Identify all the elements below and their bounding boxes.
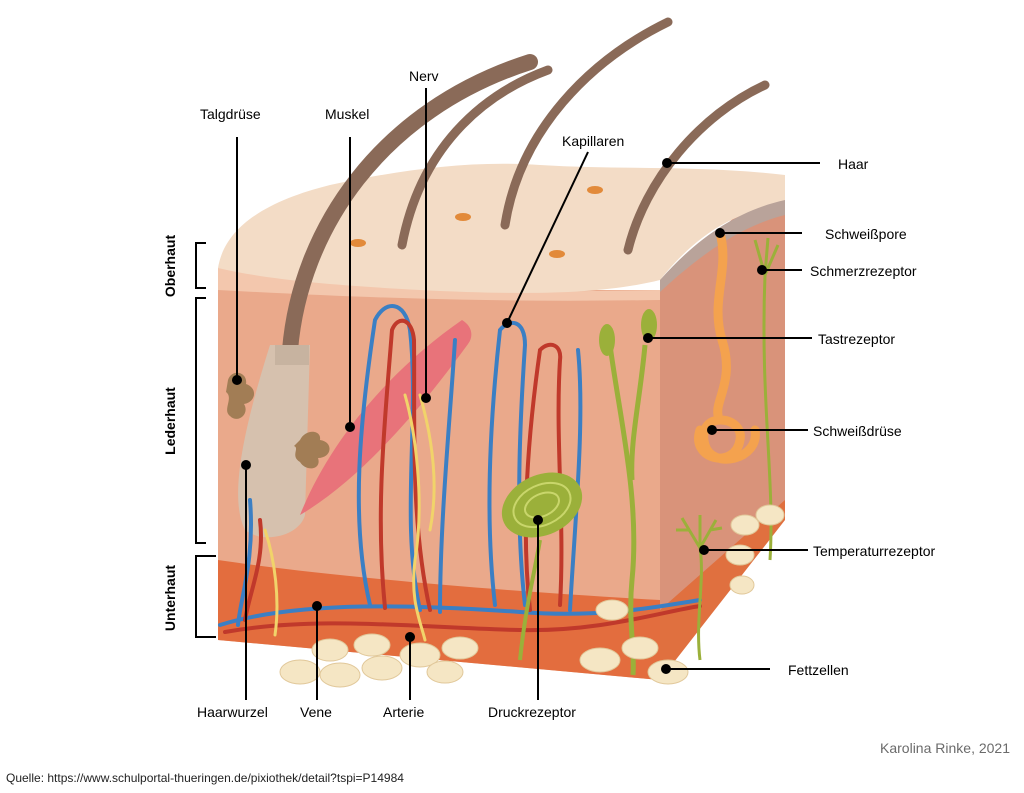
bracket-unterhaut — [195, 555, 216, 638]
epidermis-top-surface — [218, 163, 785, 293]
label-tastrezeptor: Tastrezeptor — [818, 331, 896, 347]
hair-shafts — [282, 17, 770, 358]
hair-3 — [500, 17, 673, 230]
side-face-dermis — [660, 175, 785, 680]
sebaceous-glands — [226, 372, 330, 469]
side-face-subcutis — [660, 500, 785, 680]
nerves — [263, 393, 436, 642]
sweat-gland — [694, 228, 760, 464]
hair-follicle — [238, 345, 310, 538]
label-nerv: Nerv — [409, 68, 439, 84]
layer-label-unterhaut: Unterhaut — [162, 564, 178, 632]
label-haarwurzel: Haarwurzel — [197, 704, 268, 720]
bracket-lederhaut — [195, 297, 206, 544]
layer-brackets — [195, 242, 216, 638]
source-line: Quelle: https://www.schulportal-thuering… — [6, 771, 404, 785]
epidermis-grey-band — [660, 200, 785, 292]
temperature-receptor — [676, 515, 723, 661]
label-temperaturrezeptor: Temperaturrezeptor — [813, 543, 936, 559]
label-arterie: Arterie — [383, 704, 425, 720]
label-schweisspore: Schweißpore — [825, 226, 907, 242]
blood-vessels — [218, 304, 702, 634]
skin-pores — [350, 186, 603, 258]
label-vene: Vene — [300, 704, 332, 720]
label-druckrezeptor: Druckrezeptor — [488, 704, 576, 720]
hair-1 — [282, 54, 538, 358]
label-muskel: Muskel — [325, 106, 370, 122]
label-talgdruese: Talgdrüse — [200, 106, 261, 122]
vein-main — [218, 598, 702, 627]
leader-lines — [232, 88, 820, 700]
bracket-oberhaut — [195, 242, 206, 289]
author-credit: Karolina Rinke, 2021 — [880, 740, 1010, 756]
label-schweissdruese: Schweißdrüse — [813, 423, 902, 439]
hair-4 — [623, 80, 770, 255]
label-schmerzrezeptor: Schmerzrezeptor — [810, 263, 917, 279]
artery-main — [223, 604, 702, 634]
label-kapillaren: Kapillaren — [562, 133, 625, 149]
label-fettzellen: Fettzellen — [788, 662, 849, 678]
label-haar: Haar — [838, 156, 869, 172]
layer-label-oberhaut: Oberhaut — [162, 234, 178, 298]
skin-block — [218, 163, 785, 680]
hair-2 — [397, 65, 553, 250]
layer-label-lederhaut: Lederhaut — [162, 387, 178, 455]
fat-cells — [279, 504, 785, 688]
